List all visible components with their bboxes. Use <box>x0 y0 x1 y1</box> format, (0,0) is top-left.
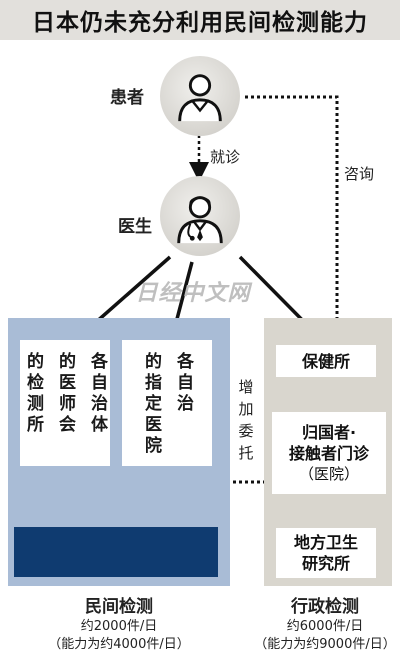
private-col-2: 的医师会 <box>55 352 75 436</box>
private-testing-capacity: （能力为约4000件/日） <box>48 637 190 652</box>
delegate-label: 增 加 委 托 <box>236 376 256 464</box>
delegate-char: 托 <box>238 444 254 462</box>
delegate-char: 加 <box>238 400 254 418</box>
clinic-line-2: 接触者门诊 <box>288 443 369 463</box>
patient-avatar <box>160 56 240 136</box>
pref-col-2: 的指定医院 <box>141 352 161 457</box>
pref-col-1: 各自治 <box>173 352 193 415</box>
patient-label: 患者 <box>110 88 144 108</box>
health-lab-box: 地方卫生 研究所 <box>276 528 376 578</box>
private-col-1: 各自治体 <box>87 352 107 436</box>
clinic-line-3: （医院） <box>298 464 359 483</box>
private-lab-box: 各自治体 的医师会 的检测所 <box>20 340 110 466</box>
delegate-char: 委 <box>238 422 254 440</box>
private-testing-footer: 民间检测 约2000件/日 （能力为约4000件/日） <box>8 596 230 654</box>
watermark-text: 日经中文网 <box>135 281 251 306</box>
admin-testing-footer: 行政检测 约6000件/日 （能力为约9000件/日） <box>250 596 400 654</box>
admin-testing-rate: 约6000件/日 <box>286 619 364 634</box>
returnee-clinic-box: 归国者· 接触者门诊 （医院） <box>272 412 386 494</box>
doctor-icon <box>177 196 223 244</box>
page-title: 日本仍未充分利用民间检测能力 <box>0 0 400 40</box>
private-testing-rate: 约2000件/日 <box>80 619 158 634</box>
health-lab-line-2: 研究所 <box>301 554 350 573</box>
doctor-label: 医生 <box>118 217 152 237</box>
private-testing-title: 民间检测 <box>85 597 153 617</box>
health-center-box: 保健所 <box>276 345 376 377</box>
admin-testing-title: 行政检测 <box>291 597 359 617</box>
health-center-label: 保健所 <box>301 351 350 371</box>
admin-testing-capacity: （能力为约9000件/日） <box>254 637 396 652</box>
health-lab-line-1: 地方卫生 <box>293 533 358 552</box>
designated-hospital-box: 各自治 的指定医院 <box>122 340 212 466</box>
consult-label: 咨询 <box>344 165 375 183</box>
person-icon <box>178 74 222 122</box>
visit-label: 就诊 <box>210 148 241 166</box>
private-lab-bar <box>14 527 218 577</box>
clinic-line-1: 归国者· <box>301 422 357 442</box>
delegate-char: 增 <box>238 378 254 396</box>
private-col-3: 的检测所 <box>23 352 43 436</box>
doctor-avatar <box>160 176 240 256</box>
consult-arrow <box>245 95 349 347</box>
